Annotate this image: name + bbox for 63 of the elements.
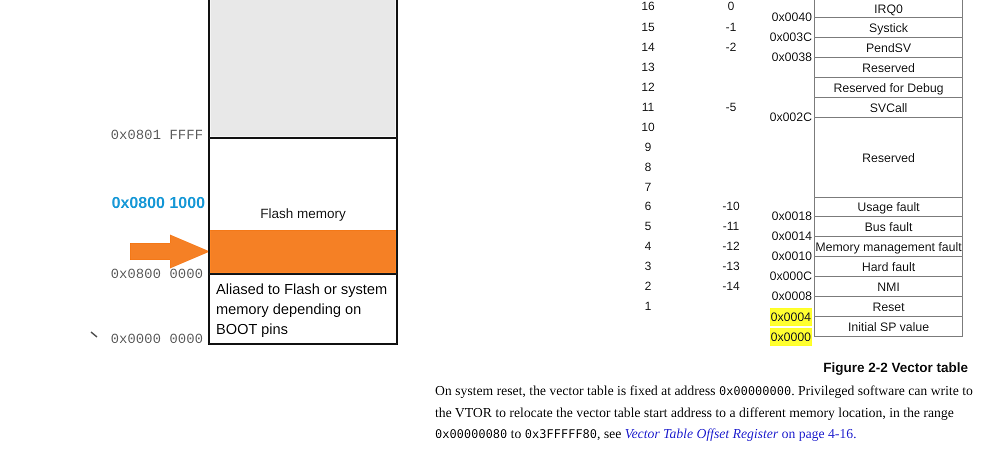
exception-number: 13	[641, 59, 655, 75]
vector-table-row: Reserved	[814, 117, 963, 198]
vector-address: 0x0040	[772, 9, 812, 25]
memory-address: 0x0801 FFFF	[110, 128, 203, 144]
vector-table-row: NMI	[814, 276, 963, 297]
irq-number: -13	[722, 258, 740, 274]
vector-address: 0x000C	[770, 268, 812, 284]
vector-address: 0x0038	[772, 49, 812, 65]
exception-number: 16	[641, 0, 655, 14]
irq-number: -14	[722, 278, 740, 294]
vector-table-row: Memory management fault	[814, 236, 963, 257]
vector-table-row: Bus fault	[814, 216, 963, 237]
exception-number: 4	[644, 238, 652, 254]
vector-table-row: SVCall	[814, 97, 963, 118]
highlighted-region	[210, 230, 396, 273]
memory-region: Aliased to Flash or system memory depending on BOOT pins	[208, 273, 398, 345]
vector-table-row: Initial SP value	[814, 316, 963, 337]
memory-address: 0x0800 0000	[110, 267, 203, 283]
vector-address: 0x0004	[770, 308, 812, 326]
irq-number: -10	[722, 198, 740, 214]
irq-number: -2	[726, 39, 736, 55]
vector-address: 0x0014	[772, 228, 812, 244]
irq-number: 0	[728, 0, 734, 14]
vector-table-row: PendSV	[814, 37, 963, 58]
exception-number: 14	[641, 39, 655, 55]
vector-table-row: Usage fault	[814, 197, 963, 217]
vector-address: 0x002C	[770, 109, 812, 125]
vector-table-row: Hard fault	[814, 256, 963, 277]
exception-number: 7	[644, 179, 652, 195]
body-paragraph: On system reset, the vector table is fixed at address 0x00000000. Privileged software can write to the VTOR to relocate the vector table start address to a different memory location, in the range 0x00000080 to 0x3FFFFF80, see Vector Table Offset Register on page 4-16.	[435, 382, 973, 443]
exception-number: 1	[644, 298, 652, 314]
exception-number: 3	[644, 258, 652, 274]
exception-number: 11	[642, 99, 654, 115]
vector-table-row: IRQ0	[814, 0, 963, 18]
vector-address: 0x003C	[770, 29, 812, 45]
memory-address: 0x0000 0000	[110, 332, 203, 348]
vector-table-row: Systick	[814, 17, 963, 38]
memory-region	[208, 137, 398, 274]
memory-region	[208, 0, 398, 139]
arrow	[130, 234, 210, 268]
irq-number: -12	[722, 238, 740, 254]
vector-table-row: Reserved for Debug	[814, 77, 963, 98]
exception-number: 2	[644, 278, 652, 294]
vector-address: 0x0000	[770, 328, 812, 346]
exception-number: 12	[641, 79, 655, 95]
vector-address: 0x0018	[772, 208, 812, 224]
exception-number: 15	[641, 19, 655, 35]
exception-number: 8	[644, 159, 652, 175]
vector-table-row: Reserved	[814, 57, 963, 78]
exception-number: 5	[644, 218, 652, 234]
vector-address: 0x0008	[772, 288, 812, 304]
highlighted-address: 0x0800 1000	[112, 196, 205, 212]
irq-number: -1	[726, 19, 736, 35]
vector-table-row: Reset	[814, 296, 963, 317]
exception-number: 10	[641, 119, 655, 135]
figure-caption: Figure 2-2 Vector table	[823, 360, 968, 376]
irq-number: -5	[726, 99, 736, 115]
irq-number: -11	[722, 218, 740, 234]
exception-number: 6	[644, 198, 652, 214]
cross-reference-link: Vector Table Offset Register on page 4-16.	[624, 426, 857, 441]
exception-number: 9	[644, 139, 652, 155]
vector-address: 0x0010	[772, 248, 812, 264]
region-label: Flash memory	[260, 205, 346, 223]
